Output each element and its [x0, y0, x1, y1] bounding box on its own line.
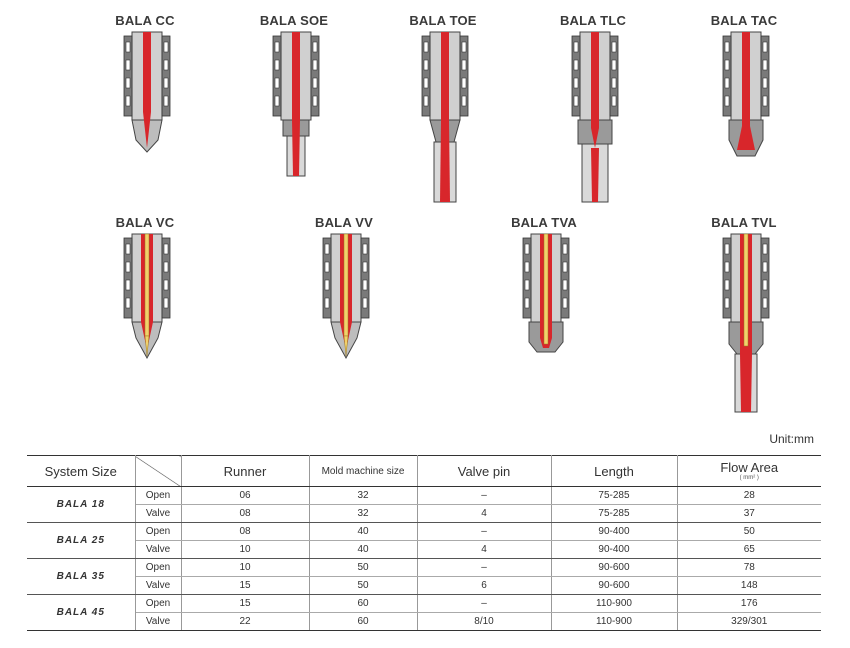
- header-system-size: System Size: [27, 455, 136, 487]
- flow-area-title: Flow Area: [720, 460, 779, 475]
- type-cell: Open: [135, 558, 182, 577]
- flow-cell: 28: [677, 486, 821, 505]
- length-cell: 90-600: [551, 558, 678, 577]
- bala-vc-drawing: [123, 233, 171, 360]
- nozzle-bala-soe: BALA SOE: [244, 12, 344, 180]
- flow-cell: 148: [677, 576, 821, 595]
- length-cell: 90-400: [551, 522, 678, 541]
- runner-cell: 15: [181, 576, 310, 595]
- pin-cell: 4: [417, 504, 552, 523]
- type-cell: Valve: [135, 540, 182, 559]
- header-valve-pin: Valve pin: [417, 455, 552, 487]
- mold-cell: 32: [309, 486, 418, 505]
- nozzle-bala-tlc: BALA TLC: [543, 12, 643, 205]
- nozzle-label: BALA TVL: [711, 215, 777, 230]
- system-size-cell: BALA 45: [27, 594, 136, 631]
- length-cell: 110-900: [551, 612, 678, 631]
- unit-label: Unit:mm: [769, 432, 814, 446]
- flow-cell: 78: [677, 558, 821, 577]
- table-row: BALA 35 Open 10 50 – 90-600 78: [27, 558, 821, 595]
- flow-cell: 37: [677, 504, 821, 523]
- mold-cell: 40: [309, 540, 418, 559]
- flow-cell: 176: [677, 594, 821, 613]
- type-cell: Valve: [135, 504, 182, 523]
- spec-table: System Size Runner Mold machine size Val…: [27, 455, 821, 631]
- pin-cell: –: [417, 558, 552, 577]
- nozzle-label: BALA VV: [315, 215, 373, 230]
- header-flow-area: Flow Area ( mm² ): [677, 455, 821, 487]
- bala-tvl-drawing: [722, 233, 770, 413]
- flow-cell: 329/301: [677, 612, 821, 631]
- table-row: Valve 08 32 4 75-285 37: [27, 504, 821, 523]
- flow-cell: 65: [677, 540, 821, 559]
- pin-cell: 8/10: [417, 612, 552, 631]
- nozzle-bala-tvl: BALA TVL: [694, 214, 794, 417]
- nozzle-label: BALA CC: [115, 13, 175, 28]
- length-cell: 75-285: [551, 486, 678, 505]
- header-length: Length: [551, 455, 678, 487]
- nozzle-bala-vv: BALA VV: [294, 214, 394, 367]
- type-cell: Open: [135, 522, 182, 541]
- pin-cell: –: [417, 594, 552, 613]
- runner-cell: 15: [181, 594, 310, 613]
- bala-tac-drawing: [722, 31, 770, 157]
- bala-cc-drawing: [123, 31, 171, 153]
- runner-cell: 06: [181, 486, 310, 505]
- header-mold-machine-size: Mold machine size: [309, 455, 418, 487]
- pin-cell: 4: [417, 540, 552, 559]
- length-cell: 90-600: [551, 576, 678, 595]
- system-size-cell: BALA 25: [27, 522, 136, 559]
- nozzle-label: BALA TLC: [559, 13, 627, 28]
- nozzle-label: BALA TVA: [511, 215, 577, 230]
- system-size-cell: BALA 18: [27, 486, 136, 523]
- mold-cell: 50: [309, 558, 418, 577]
- nozzle-bala-vc: BALA VC: [95, 214, 195, 367]
- nozzle-bala-cc: BALA CC: [95, 12, 195, 160]
- bala-tva-drawing: [522, 233, 570, 353]
- nozzle-label: BALA TOE: [409, 13, 477, 28]
- type-cell: Valve: [135, 576, 182, 595]
- bala-vv-drawing: [322, 233, 370, 360]
- mold-cell: 60: [309, 594, 418, 613]
- type-cell: Valve: [135, 612, 182, 631]
- nozzle-label: BALA VC: [115, 215, 175, 230]
- mold-cell: 32: [309, 504, 418, 523]
- header-diagonal-cell: [135, 455, 182, 487]
- type-cell: Open: [135, 486, 182, 505]
- length-cell: 90-400: [551, 540, 678, 559]
- type-cell: Open: [135, 594, 182, 613]
- nozzle-bala-tva: BALA TVA: [494, 214, 594, 357]
- table-row: Valve 22 60 8/10 110-900 329/301: [27, 612, 821, 631]
- nozzle-label: BALA SOE: [259, 13, 329, 28]
- bala-toe-drawing: [421, 31, 469, 203]
- runner-cell: 10: [181, 540, 310, 559]
- length-cell: 110-900: [551, 594, 678, 613]
- runner-cell: 08: [181, 504, 310, 523]
- nozzle-bala-toe: BALA TOE: [393, 12, 493, 205]
- table-header-row: System Size Runner Mold machine size Val…: [27, 455, 821, 487]
- pin-cell: 6: [417, 576, 552, 595]
- table-row: BALA 25 Open 08 40 – 90-400 50: [27, 522, 821, 559]
- runner-cell: 08: [181, 522, 310, 541]
- length-cell: 75-285: [551, 504, 678, 523]
- system-size-cell: BALA 35: [27, 558, 136, 595]
- table-row: Valve 15 50 6 90-600 148: [27, 576, 821, 595]
- nozzle-label: BALA TAC: [710, 13, 778, 28]
- pin-cell: –: [417, 486, 552, 505]
- table-row: BALA 45 Open 15 60 – 110-900 176: [27, 594, 821, 631]
- flow-area-unit: ( mm² ): [739, 475, 759, 481]
- flow-cell: 50: [677, 522, 821, 541]
- bala-tlc-drawing: [571, 31, 619, 203]
- bala-soe-drawing: [272, 31, 320, 177]
- pin-cell: –: [417, 522, 552, 541]
- runner-cell: 22: [181, 612, 310, 631]
- table-row: Valve 10 40 4 90-400 65: [27, 540, 821, 559]
- nozzle-bala-tac: BALA TAC: [694, 12, 794, 165]
- mold-cell: 50: [309, 576, 418, 595]
- mold-cell: 40: [309, 522, 418, 541]
- runner-cell: 10: [181, 558, 310, 577]
- table-row: BALA 18 Open 06 32 – 75-285 28: [27, 486, 821, 523]
- mold-cell: 60: [309, 612, 418, 631]
- header-runner: Runner: [181, 455, 310, 487]
